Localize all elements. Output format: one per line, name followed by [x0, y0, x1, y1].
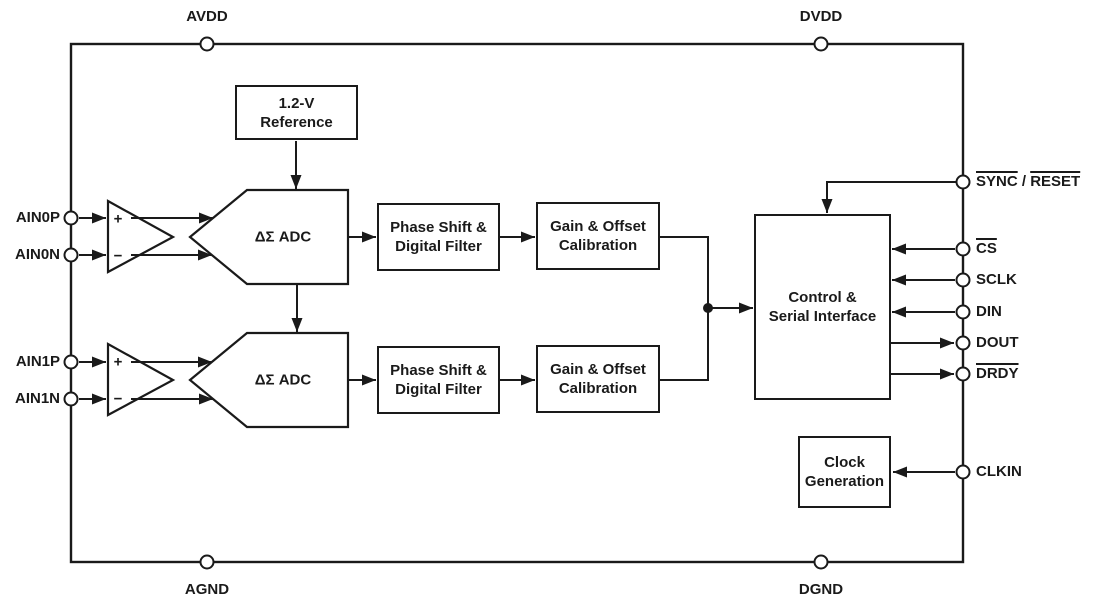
pin-circle-din — [955, 304, 971, 320]
block-clock-gen-line1: Clock — [824, 454, 865, 471]
pin-circle-dvdd — [813, 36, 829, 52]
pin-label-avdd: AVDD — [186, 8, 228, 25]
amp-ch1-minus-sign: − — [113, 390, 123, 408]
pin-label-dvdd: DVDD — [799, 8, 843, 25]
block-gain-cal-ch1: Gain & Offset Calibration — [536, 345, 660, 413]
pin-label-ain1p: AIN1P — [15, 353, 60, 370]
block-gain-cal-ch0-line2: Calibration — [558, 237, 638, 254]
pin-label-ain0n: AIN0N — [14, 246, 60, 263]
pin-label-clkin: CLKIN — [976, 463, 1022, 480]
pin-label-ain0p: AIN0P — [15, 209, 60, 226]
amp-ch1-plus-sign: + — [113, 353, 123, 371]
pin-label-drdy-text: DRDY — [976, 365, 1019, 382]
block-reference: 1.2-V Reference — [235, 85, 358, 140]
block-phase-filter-ch1-line2: Digital Filter — [395, 381, 482, 398]
pin-circle-dgnd — [813, 554, 829, 570]
block-clock-generation: Clock Generation — [798, 436, 891, 508]
pin-circle-sclk — [955, 272, 971, 288]
pin-label-agnd: AGND — [184, 581, 230, 598]
pin-circle-ain0p — [63, 210, 79, 226]
block-adc-ch1-label: ΔΣ ADC — [254, 371, 312, 389]
block-gain-cal-ch1-line1: Gain & Offset — [550, 361, 646, 378]
amp-ch0-minus-sign: − — [113, 247, 123, 265]
pin-label-ain1n: AIN1N — [14, 390, 60, 407]
pin-label-dgnd: DGND — [798, 581, 844, 598]
pin-label-sync: SYNC — [976, 173, 1018, 190]
pin-circle-ain0n — [63, 247, 79, 263]
block-control-serial-line1: Control & — [788, 289, 857, 306]
block-phase-filter-ch1-line1: Phase Shift & — [390, 362, 487, 379]
block-adc-ch0-label: ΔΣ ADC — [254, 228, 312, 246]
pin-label-reset: RESET — [1030, 173, 1081, 190]
pin-circle-dout — [955, 335, 971, 351]
block-gain-cal-ch0: Gain & Offset Calibration — [536, 202, 660, 270]
block-control-serial-line2: Serial Interface — [768, 308, 877, 325]
pin-label-dout: DOUT — [976, 334, 1019, 351]
block-reference-line2: Reference — [260, 113, 333, 131]
block-gain-cal-ch1-line2: Calibration — [558, 380, 638, 397]
block-gain-cal-ch0-line1: Gain & Offset — [550, 218, 646, 235]
pin-label-sync-reset: SYNC / RESET — [976, 173, 1080, 191]
pin-label-din: DIN — [976, 303, 1002, 320]
block-reference-line1: 1.2-V — [278, 94, 315, 112]
pin-label-sync-reset-separator: / — [1017, 173, 1031, 190]
pin-circle-ain1p — [63, 354, 79, 370]
wire-sync-reset — [821, 181, 956, 213]
pin-circle-avdd — [199, 36, 215, 52]
pin-label-cs-text: CS — [976, 240, 997, 257]
pin-label-drdy: DRDY — [976, 365, 1019, 383]
pin-label-sclk: SCLK — [976, 271, 1017, 288]
pin-circle-drdy — [955, 366, 971, 382]
block-clock-gen-line2: Generation — [804, 473, 885, 490]
junction-dot — [703, 303, 713, 313]
pin-circle-ain1n — [63, 391, 79, 407]
wire-gain-outputs-join — [660, 236, 709, 381]
amp-ch0-plus-sign: + — [113, 210, 123, 228]
chip-boundary — [69, 42, 965, 564]
pin-circle-cs — [955, 241, 971, 257]
pin-circle-agnd — [199, 554, 215, 570]
block-phase-filter-ch0-line1: Phase Shift & — [390, 219, 487, 236]
block-phase-filter-ch1: Phase Shift & Digital Filter — [377, 346, 500, 414]
block-phase-filter-ch0-line2: Digital Filter — [395, 238, 482, 255]
pin-circle-clkin — [955, 464, 971, 480]
block-control-serial-interface: Control & Serial Interface — [754, 214, 891, 400]
pin-label-cs: CS — [976, 240, 997, 258]
block-phase-filter-ch0: Phase Shift & Digital Filter — [377, 203, 500, 271]
pin-circle-sync-reset — [955, 174, 971, 190]
